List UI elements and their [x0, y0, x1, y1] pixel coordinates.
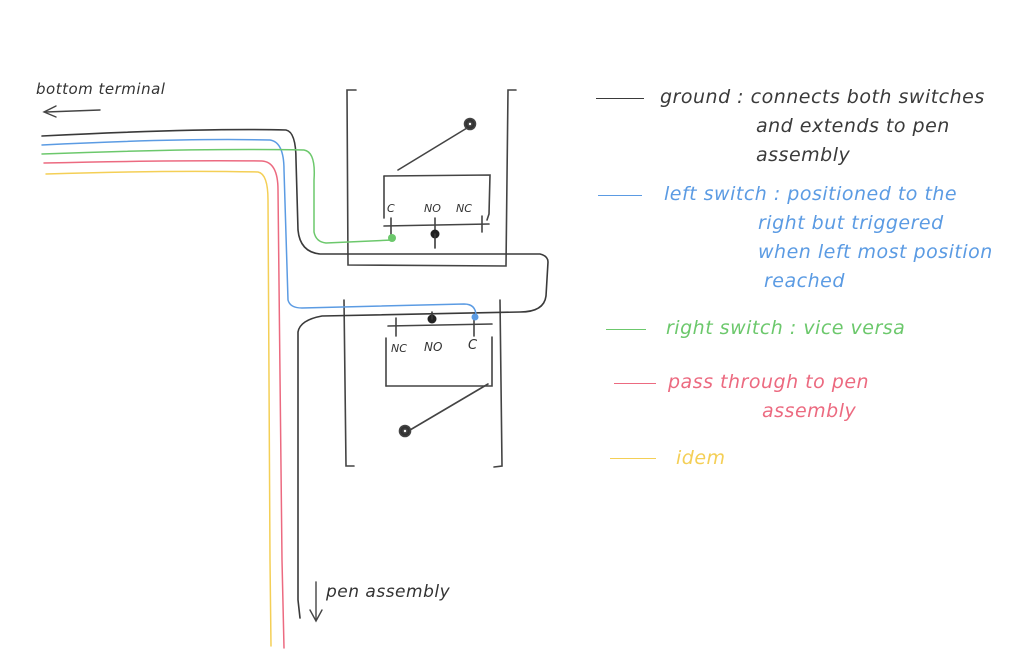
left-switch-wire	[41, 138, 477, 317]
legend-entry-text: right switch : vice versa	[666, 317, 906, 339]
ground-wire	[41, 128, 549, 619]
legend-entry-text: right but triggered	[758, 212, 944, 234]
legend-entry-text: ground : connects both switches	[660, 86, 985, 108]
legend-entry-text: assembly	[756, 144, 851, 166]
bottom-terminal-arrow	[42, 105, 101, 118]
right-switch-wire	[41, 148, 393, 244]
bottom-switch-no-label: NO	[424, 340, 443, 354]
bottom-switch-terminals	[427, 313, 479, 324]
bottom-switch-nc-label: NC	[391, 342, 407, 355]
top-switch-terminals	[388, 229, 440, 242]
legend-swatch	[596, 98, 644, 99]
bottom-switch-housing	[343, 299, 503, 468]
bottom-terminal-label: bottom terminal	[36, 80, 166, 98]
legend-entry-text: when left most position	[758, 241, 993, 263]
legend-swatch	[614, 383, 656, 384]
legend-entry-text: left switch : positioned to the	[664, 183, 958, 205]
legend-swatch	[598, 195, 642, 196]
bottom-switch-c-label: C	[468, 338, 478, 353]
idem-wire	[45, 170, 272, 647]
pen-assembly-label: pen assembly	[326, 582, 451, 602]
legend-swatch	[606, 329, 646, 330]
top-switch-housing	[346, 89, 517, 267]
legend-swatch	[610, 458, 656, 459]
legend-entry-text: reached	[764, 270, 845, 292]
legend-entry-text: assembly	[762, 400, 857, 422]
top-switch-nc-label: NC	[456, 202, 472, 215]
legend-entry-text: pass through to pen	[668, 371, 870, 393]
top-switch-no-label: NO	[424, 202, 441, 215]
pass-through-wire	[43, 160, 285, 649]
legend-entry-text: and extends to pen	[756, 115, 950, 137]
top-switch-c-label: C	[387, 202, 395, 215]
legend-entry-text: idem	[676, 447, 726, 469]
pen-assembly-arrow	[309, 581, 323, 623]
